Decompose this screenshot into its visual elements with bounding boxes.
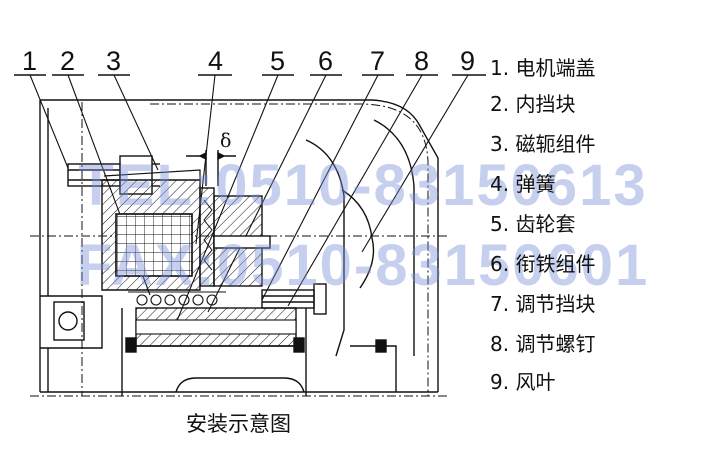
gap-symbol: δ xyxy=(220,130,232,152)
callout-2: 2 xyxy=(60,46,76,76)
legend-item-7: 7. 调节挡块 xyxy=(490,292,596,316)
ball-row xyxy=(128,291,226,306)
callout-9: 9 xyxy=(460,46,476,76)
armature-assembly xyxy=(186,150,271,287)
callout-8: 8 xyxy=(414,46,430,76)
legend-item-6: 6. 衔铁组件 xyxy=(490,252,596,276)
fan-blade xyxy=(305,119,415,392)
legend-item-8: 8. 调节螺钉 xyxy=(490,332,596,356)
callout-3: 3 xyxy=(106,46,122,76)
legend-item-9: 9. 风叶 xyxy=(490,370,556,394)
yoke-assembly xyxy=(101,169,201,291)
legend-item-4: 4. 弹簧 xyxy=(490,172,556,196)
callout-1: 1 xyxy=(22,46,38,76)
callout-6: 6 xyxy=(318,46,334,76)
adjusting-screw xyxy=(261,283,327,315)
legend-item-1: 1. 电机端盖 xyxy=(490,56,596,80)
legend-item-2: 2. 内挡块 xyxy=(490,92,576,116)
callout-7: 7 xyxy=(370,46,386,76)
diagram-caption: 安装示意图 xyxy=(186,412,291,436)
legend-item-3: 3. 磁轭组件 xyxy=(490,132,596,156)
motor-end-cover xyxy=(39,99,439,392)
gear-sleeve xyxy=(121,307,307,396)
callout-5: 5 xyxy=(270,46,286,76)
callout-4: 4 xyxy=(208,46,224,76)
base-outline xyxy=(40,377,438,393)
legend-item-5: 5. 齿轮套 xyxy=(490,212,576,236)
